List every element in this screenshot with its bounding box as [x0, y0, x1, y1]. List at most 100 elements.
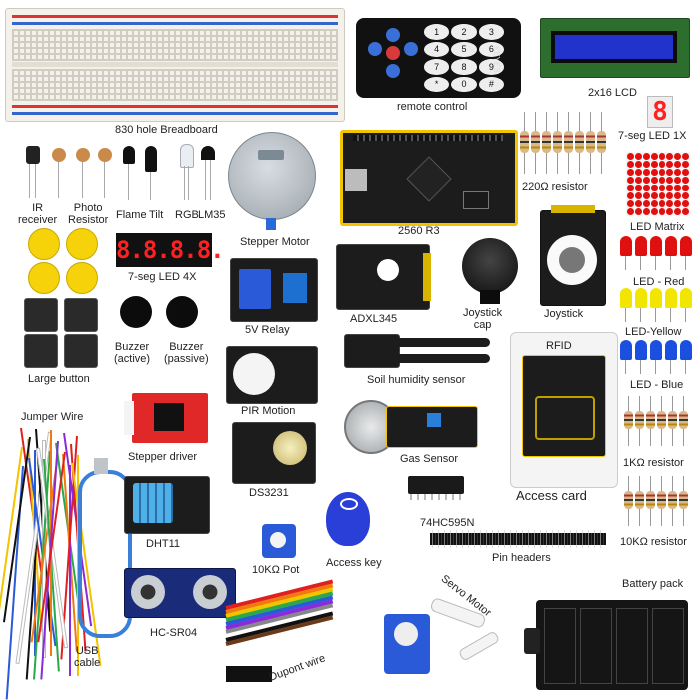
matrix-dot — [634, 208, 642, 215]
matrix-dot — [666, 184, 674, 192]
dht11-label: DHT11 — [146, 538, 181, 550]
access-card-label: Access card — [516, 488, 587, 503]
lcd-label: 2x16 LCD — [588, 87, 637, 99]
matrix-dot — [674, 208, 682, 215]
relay-label: 5V Relay — [245, 324, 290, 336]
joystick-cap-label: Joystick cap — [463, 307, 503, 331]
led — [680, 288, 692, 308]
jumper-wire-label: Jumper Wire — [21, 411, 84, 423]
ds3231 — [232, 422, 316, 484]
matrix-dot — [650, 200, 658, 208]
matrix-dot — [674, 153, 682, 160]
ir-receiver-label: IR receiver — [18, 202, 58, 226]
matrix-dot — [627, 168, 634, 176]
resistors-10k — [624, 476, 696, 526]
matrix-dot — [634, 168, 642, 176]
usb-cable-label: USB cable — [74, 645, 101, 669]
led-red-label: LED - Red — [633, 276, 685, 288]
pot-label: 10KΩ Pot — [252, 564, 300, 576]
resistors-220 — [520, 112, 610, 174]
matrix-dot — [674, 168, 682, 176]
led — [680, 340, 692, 360]
matrix-dot — [682, 208, 689, 215]
seg7-4x: 8.8.8.8. — [116, 233, 225, 267]
matrix-dot — [658, 200, 666, 208]
matrix-dot — [666, 200, 674, 208]
adxl345-label: ADXL345 — [350, 313, 398, 325]
large-button-label: Large button — [28, 373, 90, 385]
stepper-driver-label: Stepper driver — [128, 451, 198, 463]
matrix-dot — [642, 160, 650, 168]
stepper-motor-label: Stepper Motor — [240, 236, 310, 248]
matrix-dot — [650, 208, 658, 215]
matrix-dot — [634, 200, 642, 208]
matrix-dot — [682, 176, 689, 184]
battery-label: Battery pack — [622, 578, 684, 590]
led — [680, 236, 692, 256]
matrix-dot — [627, 200, 634, 208]
hc-sr04 — [124, 568, 236, 618]
rfid-module — [522, 355, 606, 457]
dht11 — [124, 476, 210, 534]
remote-key: 0 — [451, 76, 477, 92]
matrix-dot — [642, 200, 650, 208]
matrix-dot — [682, 168, 689, 176]
led — [650, 340, 662, 360]
soil-label: Soil humidity sensor — [367, 374, 466, 386]
matrix-dot — [627, 192, 634, 200]
led — [665, 340, 677, 360]
led — [665, 288, 677, 308]
pin-headers-label: Pin headers — [492, 552, 551, 564]
remote-key: 7 — [424, 59, 450, 75]
led — [665, 236, 677, 256]
matrix-dot — [642, 153, 650, 160]
lcd-2x16 — [540, 18, 690, 78]
matrix-dot — [674, 160, 682, 168]
matrix-dot — [682, 153, 689, 160]
matrix-dot — [674, 184, 682, 192]
leds-yellow — [620, 288, 698, 322]
remote-key: 5 — [451, 41, 477, 57]
access-key-label: Access key — [326, 557, 382, 569]
matrix-dot — [650, 176, 658, 184]
remote-key: 3 — [478, 24, 504, 40]
gas-sensor-label: Gas Sensor — [400, 453, 459, 465]
lm35-label: LM35 — [198, 209, 226, 221]
pir-label: PIR Motion — [241, 405, 296, 417]
led-matrix — [626, 152, 690, 216]
matrix-dot — [658, 208, 666, 215]
remote-key: # — [478, 76, 504, 92]
matrix-dot — [634, 160, 642, 168]
leds-blue — [620, 340, 698, 374]
joystick-cap — [462, 238, 518, 294]
matrix-dot — [674, 200, 682, 208]
matrix-dot — [666, 192, 674, 200]
seg7-4x-label: 7-seg LED 4X — [128, 271, 197, 283]
seg7-1x: 8 — [647, 96, 673, 128]
led-yellow-label: LED-Yellow — [625, 326, 682, 338]
matrix-dot — [666, 208, 674, 215]
resistor-1k-label: 1KΩ resistor — [623, 457, 684, 469]
matrix-dot — [666, 153, 674, 160]
joystick-module — [540, 205, 606, 306]
tilt-switch — [145, 146, 157, 172]
large-buttons — [24, 298, 98, 368]
led-matrix-label: LED Matrix — [630, 221, 685, 233]
matrix-dot — [666, 176, 674, 184]
stepper-motor — [228, 132, 316, 220]
seg7-1x-label: 7-seg LED 1X — [618, 130, 687, 142]
flame-label: Flame — [116, 209, 147, 221]
resistors-1k — [624, 396, 696, 446]
matrix-dot — [642, 184, 650, 192]
rgb-led — [180, 144, 194, 168]
buzzer-passive — [166, 296, 198, 328]
matrix-dot — [650, 160, 658, 168]
rfid-label: RFID — [546, 340, 572, 352]
photo-resistor — [52, 148, 66, 162]
breadboard-label: 830 hole Breadboard — [115, 124, 218, 136]
flame-sensor — [123, 146, 135, 164]
remote-key: 2 — [451, 24, 477, 40]
matrix-dot — [682, 192, 689, 200]
